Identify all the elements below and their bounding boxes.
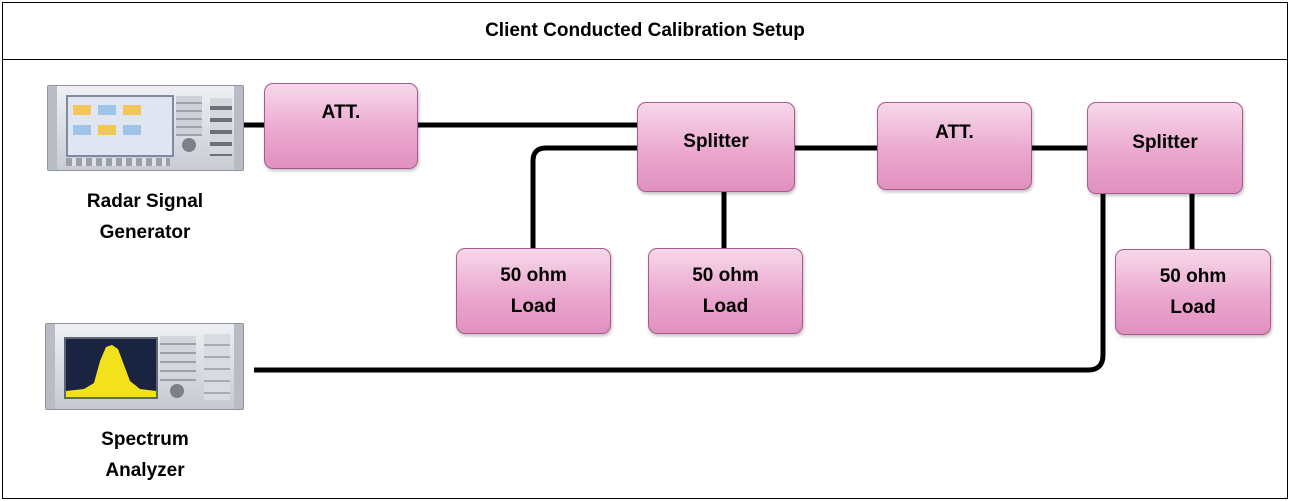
generator-connectors — [210, 98, 232, 156]
generator-screen — [66, 95, 174, 157]
analyzer-spectrum-trace — [66, 345, 156, 397]
attenuator-2-label: ATT. — [935, 121, 974, 143]
load-1-label: 50 ohm Load — [500, 265, 567, 317]
generator-keypad — [176, 96, 202, 136]
wire-splitter2-analyzer — [254, 194, 1106, 373]
diagram-title: Client Conducted Calibration Setup — [485, 19, 805, 41]
analyzer-rack-handle-left — [46, 324, 55, 409]
load-2-label: 50 ohm Load — [692, 265, 759, 317]
splitter-2-label: Splitter — [1132, 131, 1198, 153]
analyzer-keypad — [160, 336, 196, 382]
radar-signal-generator-icon — [47, 85, 244, 171]
load-2-block: 50 ohm Load — [648, 248, 803, 334]
attenuator-1-block: ATT. — [264, 83, 418, 169]
load-3-block: 50 ohm Load — [1115, 249, 1271, 335]
generator-knob — [182, 138, 196, 152]
attenuator-1-label: ATT. — [321, 101, 361, 123]
analyzer-knob — [170, 384, 184, 398]
load-1-block: 50 ohm Load — [456, 248, 611, 334]
splitter-1-label: Splitter — [683, 130, 749, 152]
analyzer-label: Spectrum Analyzer — [101, 429, 189, 481]
spectrum-analyzer-icon — [45, 323, 244, 410]
splitter-2-block: Splitter — [1087, 102, 1243, 194]
analyzer-rack-handle-right — [234, 324, 243, 409]
generator-label: Radar Signal Generator — [86, 191, 204, 243]
wire-splitter1-load1 — [530, 145, 637, 248]
splitter-1-block: Splitter — [637, 102, 795, 192]
analyzer-side-panel — [204, 334, 230, 400]
analyzer-screen — [64, 337, 158, 399]
attenuator-2-block: ATT. — [877, 102, 1032, 190]
generator-rack-handle-right — [234, 86, 243, 170]
title-bar: Client Conducted Calibration Setup — [2, 2, 1288, 60]
generator-rack-handle-left — [48, 86, 57, 170]
generator-bottom-buttons — [66, 158, 170, 166]
load-3-label: 50 ohm Load — [1159, 266, 1227, 318]
